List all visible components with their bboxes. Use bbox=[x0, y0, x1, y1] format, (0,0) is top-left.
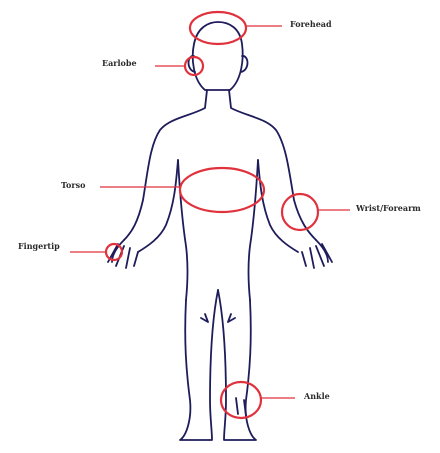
ankle-lines bbox=[236, 398, 246, 416]
left-leg bbox=[180, 290, 218, 440]
right-side-outline bbox=[229, 90, 316, 240]
left-knee-mark bbox=[201, 314, 208, 322]
wrist-forearm-marker bbox=[282, 194, 318, 230]
earlobe-label: Earlobe bbox=[102, 58, 137, 68]
torso-marker bbox=[180, 168, 264, 212]
forehead-marker bbox=[190, 12, 246, 44]
target-markers bbox=[106, 12, 318, 418]
head-outline bbox=[193, 22, 243, 90]
ankle-label: Ankle bbox=[304, 391, 330, 401]
wrist-forearm-label: Wrist/Forearm bbox=[356, 203, 421, 213]
right-waist bbox=[249, 160, 259, 300]
right-knee-mark bbox=[228, 314, 235, 322]
ankle-marker bbox=[221, 382, 261, 418]
left-side-outline bbox=[124, 90, 207, 240]
forehead-label: Forehead bbox=[290, 19, 332, 29]
left-inner-arm bbox=[138, 160, 178, 252]
right-hand bbox=[302, 240, 332, 268]
right-inner-arm bbox=[258, 160, 298, 252]
fingertip-label: Fingertip bbox=[18, 241, 60, 251]
torso-label: Torso bbox=[61, 180, 85, 190]
